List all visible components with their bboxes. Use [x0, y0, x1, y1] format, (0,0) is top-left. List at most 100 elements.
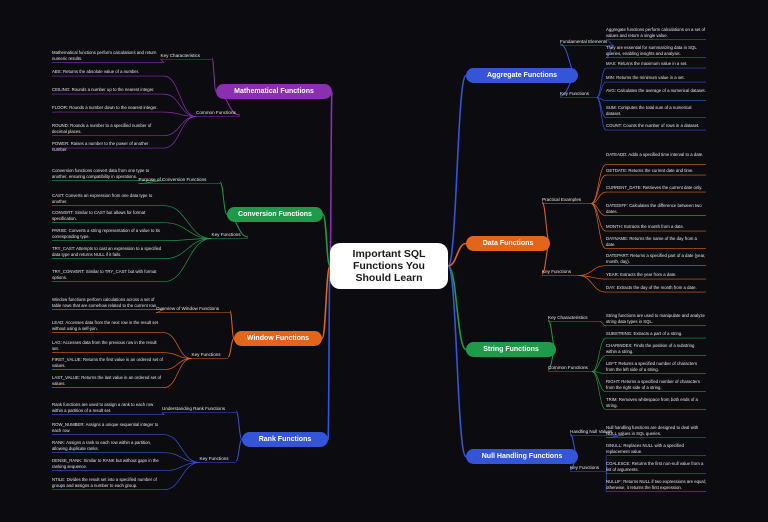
connector-leaf-aggregate-key-4 [596, 97, 607, 131]
subtopic-aggregate-key[interactable]: Key Functions [560, 90, 590, 96]
leaf-text[interactable]: DATEADD: Adds a specified time interval … [606, 152, 704, 157]
connector-window-overview [229, 310, 235, 339]
leaf-text[interactable]: TRY_CAST: Attempts to cast an expression… [52, 246, 162, 257]
leaf-text[interactable]: RANK: Assigns a rank to each row within … [52, 440, 152, 451]
connector-conversion-purpose [219, 181, 228, 215]
leaf-text[interactable]: LEAD: Accesses data from the next row in… [52, 320, 159, 331]
branch-window[interactable]: Window Functions [234, 331, 322, 346]
connector-leaf-mathematical-common-4 [163, 116, 197, 149]
branch-title: Window Functions [246, 335, 310, 342]
branch-title: String Functions [483, 346, 539, 353]
leaf-text[interactable]: LEFT: Returns a specified number of char… [606, 361, 697, 372]
leaf-text[interactable]: TRIM: Removes whitespace from both ends … [606, 397, 698, 408]
subtopic-window-key[interactable]: Key Functions [191, 351, 221, 357]
leaf-text[interactable]: Rank functions are used to assign a rank… [52, 402, 154, 413]
leaf-text[interactable]: ROW_NUMBER: Assigns a unique sequential … [52, 422, 159, 433]
leaf-text[interactable]: ISNULL: Replaces NULL with a specified r… [606, 443, 684, 454]
leaf-text[interactable]: COALESCE: Returns the first non-null val… [606, 461, 704, 472]
leaf-text[interactable]: TRY_CONVERT: Similar to TRY_CAST but wit… [52, 269, 157, 280]
subtopic-string-key_chars[interactable]: Key Characteristics [548, 314, 588, 320]
leaf-text[interactable]: Conversion functions convert data from o… [52, 168, 150, 179]
leaf-text[interactable]: NTILE: Divides the result set into a spe… [52, 477, 157, 488]
subtopic-data-key[interactable]: Key Functions [542, 268, 572, 274]
connector-leaf-rank-key-3 [163, 462, 200, 491]
leaf-text[interactable]: MAX: Returns the maximum value in a set. [606, 61, 688, 66]
subtopic-data-practical[interactable]: Practical Examples [542, 196, 582, 202]
connector-mathematical-key_chars [211, 57, 217, 92]
leaf-text[interactable]: SUM: Computes the total sum of a numeric… [606, 105, 692, 116]
connector-leaf-rank-key-0 [163, 434, 200, 463]
connector-leaf-string-key_chars-0 [599, 321, 607, 327]
leaf-text[interactable]: CAST: Converts an expression from one da… [52, 193, 153, 204]
subtopic-rank-understanding[interactable]: Understanding Rank Functions [162, 405, 226, 411]
subtopic-rank-key[interactable]: Key Functions [199, 455, 229, 461]
connector-leaf-string-common-3 [591, 371, 607, 393]
central-topic[interactable]: Important SQL Functions You Should Learn [330, 243, 448, 289]
connector-root-window [321, 265, 331, 340]
leaf-text[interactable]: YEAR: Extracts the year from a date. [606, 272, 677, 277]
connector-leaf-null-key-0 [605, 455, 607, 472]
leaf-text[interactable]: CURRENT_DATE: Retrieves the current date… [606, 185, 703, 190]
leaf-text[interactable]: PARSE: Converts a string representation … [52, 228, 160, 239]
leaf-text[interactable]: CONVERT: Similar to CAST but allows for … [52, 210, 146, 221]
leaf-text[interactable]: AVG: Calculates the average of a numeric… [606, 88, 706, 93]
leaf-text[interactable]: DAYNAME: Returns the name of the day fro… [606, 236, 697, 247]
leaf-text[interactable]: Window functions perform calculations ac… [52, 297, 157, 308]
branch-null[interactable]: Null Handling Functions [466, 449, 578, 464]
subtopic-window-overview[interactable]: Overview of Window Functions [156, 305, 220, 311]
connector-leaf-window-key-1 [163, 352, 192, 359]
branch-conversion[interactable]: Conversion Functions [227, 207, 323, 222]
subtopic-null-key[interactable]: Key Functions [570, 464, 600, 470]
leaf-text[interactable]: ROUND: Rounds a number to a specified nu… [52, 123, 152, 134]
branch-title: Aggregate Functions [486, 72, 557, 79]
leaf-text[interactable]: ABS: Returns the absolute value of a num… [52, 69, 140, 74]
branch-rank[interactable]: Rank Functions [242, 432, 328, 447]
leaf-text[interactable]: Mathematical functions perform calculati… [52, 50, 157, 61]
connector-root-mathematical [329, 90, 333, 267]
connector-leaf-data-practical-2 [590, 191, 607, 204]
leaf-text[interactable]: COUNT: Counts the number of rows in a da… [606, 123, 700, 128]
leaf-text[interactable]: DAY: Extracts the day of the month from … [606, 285, 697, 290]
leaf-text[interactable]: DATEPART: Returns a specified part of a … [606, 253, 706, 264]
leaf-text[interactable]: MIN: Returns the minimum value in a set. [606, 75, 685, 80]
leaf-text[interactable]: LAST_VALUE: Returns the last value in an… [52, 375, 162, 386]
subtopic-mathematical-key_chars[interactable]: Key Characteristics [160, 52, 201, 58]
connector-leaf-aggregate-fundamentals-1 [605, 45, 615, 59]
subtopic-string-common[interactable]: Common Functions [548, 364, 588, 370]
leaf-text[interactable]: DENSE_RANK: Similar to RANK but without … [52, 458, 159, 469]
branch-mathematical[interactable]: Mathematical Functions [216, 84, 332, 99]
subtopic-conversion-key[interactable]: Key Functions [211, 231, 241, 237]
subtopic-aggregate-fundamentals[interactable]: Fundamental Elements [560, 38, 608, 44]
leaf-text[interactable]: They are essential for summarizing data … [606, 45, 697, 56]
leaf-text[interactable]: LAG: Accesses data from the previous row… [52, 340, 157, 351]
connector-root-string [447, 265, 467, 351]
leaf-text[interactable]: String functions are used to manipulate … [606, 313, 705, 324]
connector-root-rank [327, 265, 331, 441]
leaf-text[interactable]: CHARINDEX: Finds the position of a subst… [606, 343, 695, 354]
branch-string[interactable]: String Functions [466, 342, 556, 357]
leaf-text[interactable]: SUBSTRING: Extracts a part of a string. [606, 331, 683, 336]
leaf-text[interactable]: MONTH: Extracts the month from a date. [606, 224, 685, 229]
leaf-text[interactable]: DATEDIFF: Calculates the difference betw… [606, 203, 702, 214]
leaf-text[interactable]: RIGHT: Returns a specified number of cha… [606, 379, 700, 390]
leaf-text[interactable]: GETDATE: Returns the current date and ti… [606, 168, 694, 173]
subtopic-null-handling[interactable]: Handling Null Values [570, 428, 613, 434]
connector-leaf-conversion-key-4 [163, 238, 212, 283]
leaf-text[interactable]: POWER: Raises a number to the power of a… [52, 141, 149, 152]
leaf-text[interactable]: FIRST_VALUE: Returns the first value in … [52, 357, 163, 368]
leaf-text[interactable]: Null handling functions are designed to … [606, 425, 699, 436]
leaf-text[interactable]: NULLIF: Returns NULL if two expressions … [606, 479, 706, 490]
connector-leaf-window-key-3 [163, 358, 192, 389]
branch-title: Conversion Functions [238, 211, 312, 218]
connector-rank-understanding [235, 410, 243, 440]
subtopic-mathematical-common[interactable]: Common Functions [196, 109, 236, 115]
central-topic-title: Important SQL Functions You Should Learn [352, 248, 426, 284]
subtopic-conversion-purpose[interactable]: Purpose of Conversion Functions [138, 176, 207, 182]
branch-data[interactable]: Data Functions [466, 236, 550, 251]
leaf-text[interactable]: CEILING: Rounds a number up to the neare… [52, 87, 155, 92]
leaf-text[interactable]: FLOOR: Rounds a number down to the neare… [52, 105, 158, 110]
leaf-text[interactable]: Aggregate functions perform calculations… [606, 27, 706, 38]
branch-aggregate[interactable]: Aggregate Functions [466, 68, 578, 83]
connector-leaf-mathematical-common-1 [163, 93, 197, 117]
connector-window-key [227, 338, 235, 358]
